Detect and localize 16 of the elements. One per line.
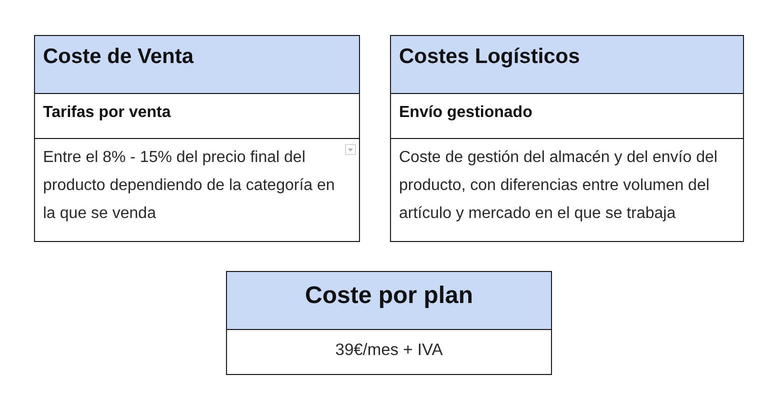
description-text: Coste de gestión del almacén y del envío del producto, con diferencias entre volumen del artículo y mercado en el que se trabaja (399, 148, 718, 224)
table-row (34, 93, 360, 139)
price-text: 39€/mes + IVA (334, 340, 444, 361)
heading: Coste por plan (304, 282, 474, 310)
description-text: Entre el 8% - 15% del precio final del producto dependiendo de la categoría en la que se venda (43, 148, 336, 224)
header-band (390, 35, 744, 94)
heading: Costes Logísticos (399, 44, 581, 70)
table-row (390, 138, 744, 242)
table-row (226, 329, 552, 375)
table-row (34, 138, 360, 242)
heading: Coste de Venta (43, 44, 195, 70)
table-row (390, 93, 744, 139)
subheading: Tarifas por venta (43, 103, 172, 123)
subheading: Envío gestionado (399, 103, 534, 123)
header-band (226, 271, 552, 330)
header-band (34, 35, 360, 94)
